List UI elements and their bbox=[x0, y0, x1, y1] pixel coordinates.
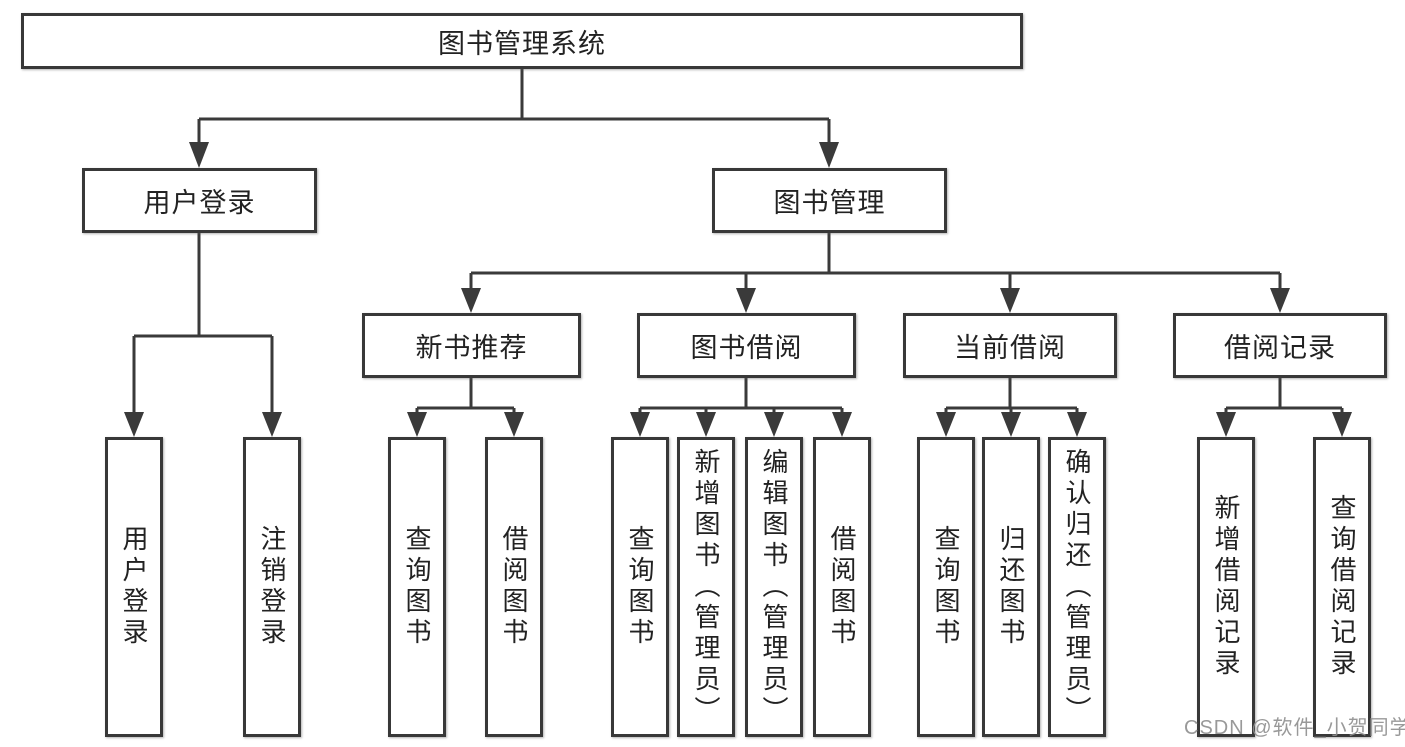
leaf-nb-borrow-book: 借阅图书 bbox=[485, 437, 543, 737]
leaf-cb-confirm-return-admin: 确认归还（管理员） bbox=[1048, 437, 1106, 737]
connectors-book-borrow bbox=[630, 378, 852, 437]
node-current-borrow-label: 当前借阅 bbox=[954, 333, 1066, 363]
leaf-logout-login-label: 注销登录 bbox=[257, 525, 287, 649]
leaf-user-login: 用户登录 bbox=[105, 437, 163, 737]
node-new-book-recommend-label: 新书推荐 bbox=[415, 333, 528, 363]
leaf-cb-return-book-label: 归还图书 bbox=[996, 525, 1026, 649]
node-current-borrow: 当前借阅 bbox=[903, 313, 1117, 378]
leaf-bb-query-book: 查询图书 bbox=[611, 437, 669, 737]
leaf-bb-add-book-admin: 新增图书（管理员） bbox=[677, 437, 735, 737]
node-book-borrow-label: 图书借阅 bbox=[690, 333, 803, 363]
leaf-bb-borrow-book-label: 借阅图书 bbox=[827, 525, 857, 649]
connectors-book-management bbox=[461, 233, 1290, 313]
leaf-nb-query-book-label: 查询图书 bbox=[402, 525, 432, 649]
connectors-borrow-records bbox=[1216, 378, 1352, 437]
leaf-bb-edit-book-admin-label: 编辑图书（管理员） bbox=[759, 447, 789, 727]
leaf-nb-query-book: 查询图书 bbox=[388, 437, 446, 737]
node-book-management-label: 图书管理 bbox=[773, 188, 886, 218]
node-borrow-records: 借阅记录 bbox=[1173, 313, 1387, 378]
connectors-root bbox=[189, 69, 839, 168]
leaf-br-add-record: 新增借阅记录 bbox=[1197, 437, 1255, 737]
node-borrow-records-label: 借阅记录 bbox=[1224, 333, 1336, 363]
leaf-logout-login: 注销登录 bbox=[243, 437, 301, 737]
connectors-current-borrow bbox=[936, 378, 1087, 437]
leaf-br-add-record-label: 新增借阅记录 bbox=[1211, 494, 1241, 680]
node-root-label: 图书管理系统 bbox=[438, 28, 606, 59]
connectors-new-book-recommend bbox=[407, 378, 524, 437]
node-user-login-label: 用户登录 bbox=[143, 188, 256, 218]
node-user-login: 用户登录 bbox=[82, 168, 317, 233]
leaf-cb-query-book: 查询图书 bbox=[917, 437, 975, 737]
leaf-bb-edit-book-admin: 编辑图书（管理员） bbox=[745, 437, 803, 737]
node-book-management: 图书管理 bbox=[712, 168, 947, 233]
leaf-user-login-label: 用户登录 bbox=[119, 525, 149, 649]
leaf-cb-query-book-label: 查询图书 bbox=[931, 525, 961, 649]
leaf-bb-borrow-book: 借阅图书 bbox=[813, 437, 871, 737]
leaf-br-query-record-label: 查询借阅记录 bbox=[1327, 494, 1357, 680]
leaf-nb-borrow-book-label: 借阅图书 bbox=[499, 525, 529, 649]
leaf-cb-return-book: 归还图书 bbox=[982, 437, 1040, 737]
node-root: 图书管理系统 bbox=[21, 13, 1023, 69]
leaf-bb-query-book-label: 查询图书 bbox=[625, 525, 655, 649]
node-new-book-recommend: 新书推荐 bbox=[362, 313, 581, 378]
leaf-cb-confirm-return-admin-label: 确认归还（管理员） bbox=[1062, 447, 1092, 727]
node-book-borrow: 图书借阅 bbox=[637, 313, 856, 378]
leaf-br-query-record: 查询借阅记录 bbox=[1313, 437, 1371, 737]
watermark: CSDN @软件_小贺同学 bbox=[1184, 717, 1405, 739]
leaf-bb-add-book-admin-label: 新增图书（管理员） bbox=[691, 447, 721, 727]
connectors-user-login bbox=[124, 233, 282, 437]
